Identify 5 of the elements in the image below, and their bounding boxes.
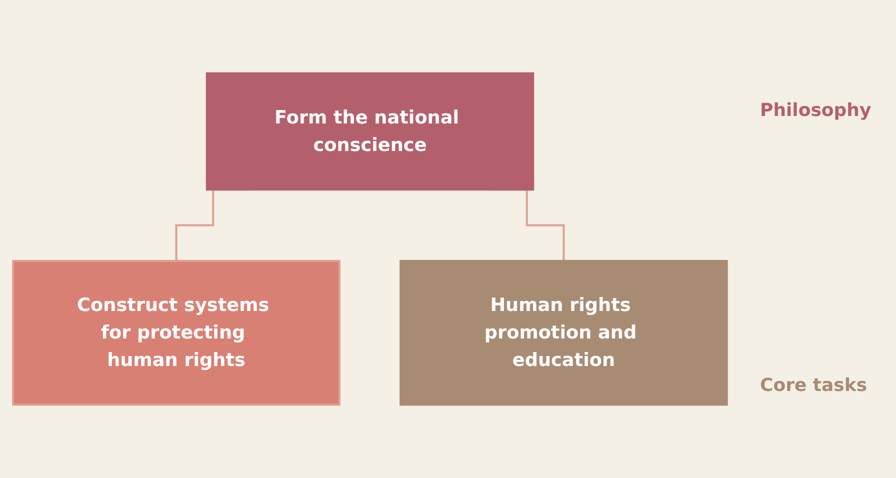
node-box: Form the national conscience — [206, 72, 534, 191]
node-box: Human rights promotion and education — [400, 260, 728, 406]
section-label: Core tasks — [760, 375, 868, 396]
section-label: Philosophy — [760, 100, 872, 121]
node-box: Construct systems for protecting human rights — [12, 260, 340, 406]
